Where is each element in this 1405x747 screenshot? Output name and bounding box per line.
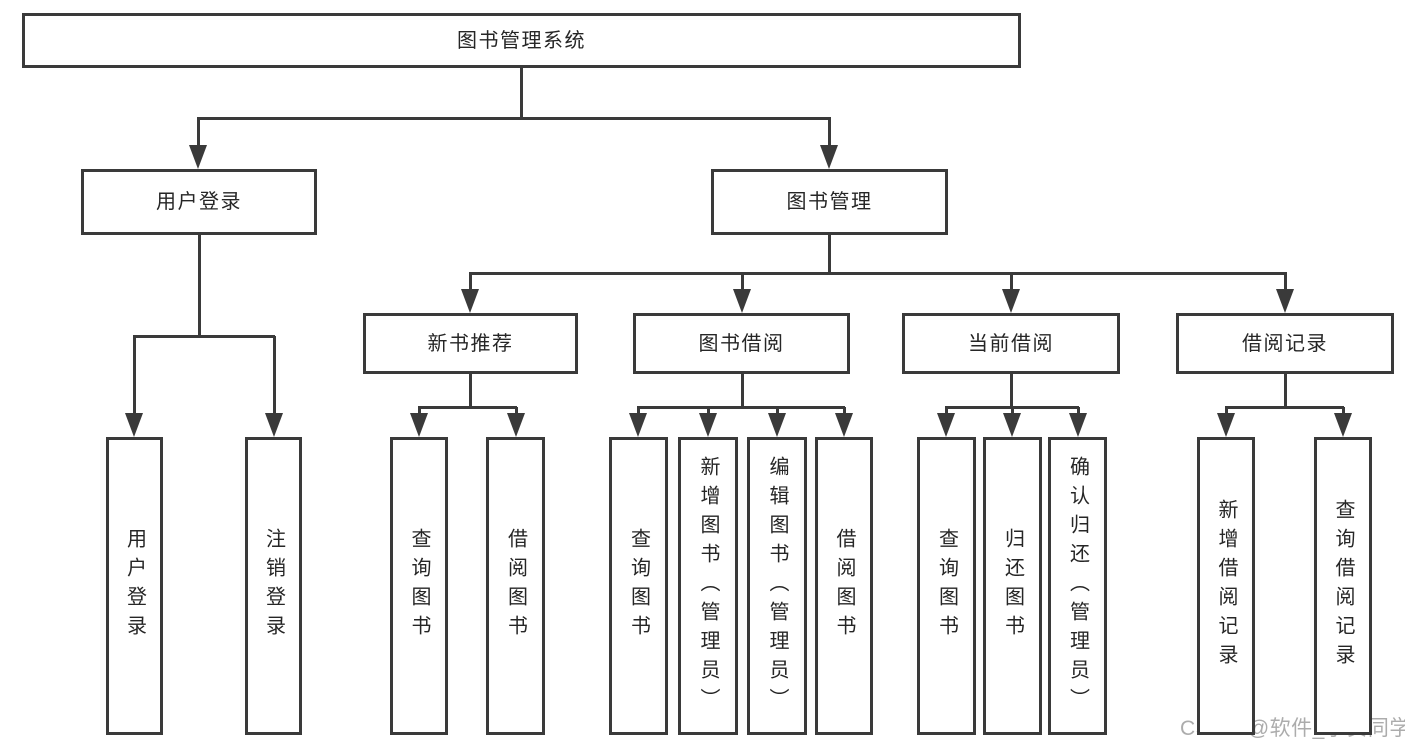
connector-line <box>133 334 275 338</box>
node-book-management-module: 图书管理 <box>711 169 948 235</box>
connector-line <box>197 235 201 336</box>
connector-line <box>1283 374 1287 407</box>
arrowhead-down-icon <box>1069 413 1087 437</box>
connector-arrow-line <box>740 273 744 297</box>
arrowhead-down-icon <box>507 413 525 437</box>
connector-line <box>418 405 517 409</box>
arrowhead-down-icon <box>1334 413 1352 437</box>
connector-line <box>637 405 845 409</box>
connector-line <box>1009 374 1013 407</box>
node-current-borrowing: 当前借阅 <box>902 313 1120 374</box>
arrowhead-down-icon <box>189 145 207 169</box>
arrowhead-down-icon <box>1217 413 1235 437</box>
connector-line <box>740 374 744 407</box>
arrowhead-down-icon <box>835 413 853 437</box>
arrowhead-down-icon <box>1002 289 1020 313</box>
node-leaf-return-books: 归还图书 <box>983 437 1042 735</box>
arrowhead-down-icon <box>820 145 838 169</box>
connector-arrow-line <box>196 118 200 153</box>
arrowhead-down-icon <box>1003 413 1021 437</box>
node-leaf-query-borrow-record: 查询借阅记录 <box>1314 437 1372 735</box>
arrowhead-down-icon <box>768 413 786 437</box>
node-borrowing-records: 借阅记录 <box>1176 313 1394 374</box>
node-book-borrowing: 图书借阅 <box>633 313 850 374</box>
connector-line <box>519 68 523 118</box>
connector-arrow-line <box>1009 273 1013 297</box>
connector-line <box>827 235 831 273</box>
node-leaf-add-books-admin: 新增图书（管理员） <box>678 437 738 735</box>
arrowhead-down-icon <box>629 413 647 437</box>
node-leaf-edit-books-admin: 编辑图书（管理员） <box>747 437 807 735</box>
arrowhead-down-icon <box>265 413 283 437</box>
node-new-book-recommend: 新书推荐 <box>363 313 578 374</box>
arrowhead-down-icon <box>937 413 955 437</box>
arrowhead-down-icon <box>125 413 143 437</box>
connector-arrow-line <box>468 273 472 297</box>
connector-arrow-line <box>132 336 136 421</box>
node-leaf-confirm-return-admin: 确认归还（管理员） <box>1048 437 1107 735</box>
connector-line <box>197 116 831 120</box>
node-leaf-user-login: 用户登录 <box>106 437 163 735</box>
connector-line <box>468 374 472 407</box>
connector-line <box>1225 405 1344 409</box>
node-system-root: 图书管理系统 <box>22 13 1021 68</box>
connector-arrow-line <box>1283 273 1287 297</box>
arrowhead-down-icon <box>1276 289 1294 313</box>
node-leaf-query-books-recommend: 查询图书 <box>390 437 448 735</box>
node-leaf-query-books-current: 查询图书 <box>917 437 976 735</box>
node-leaf-query-books-borrowing: 查询图书 <box>609 437 668 735</box>
arrowhead-down-icon <box>733 289 751 313</box>
arrowhead-down-icon <box>410 413 428 437</box>
arrowhead-down-icon <box>461 289 479 313</box>
node-leaf-logout: 注销登录 <box>245 437 302 735</box>
connector-arrow-line <box>827 118 831 153</box>
connector-line <box>469 271 1287 275</box>
node-user-login-module: 用户登录 <box>81 169 317 235</box>
node-leaf-borrow-books: 借阅图书 <box>815 437 873 735</box>
arrowhead-down-icon <box>699 413 717 437</box>
node-leaf-add-borrow-record: 新增借阅记录 <box>1197 437 1255 735</box>
connector-arrow-line <box>272 336 276 421</box>
node-leaf-borrow-books-recommend: 借阅图书 <box>486 437 545 735</box>
